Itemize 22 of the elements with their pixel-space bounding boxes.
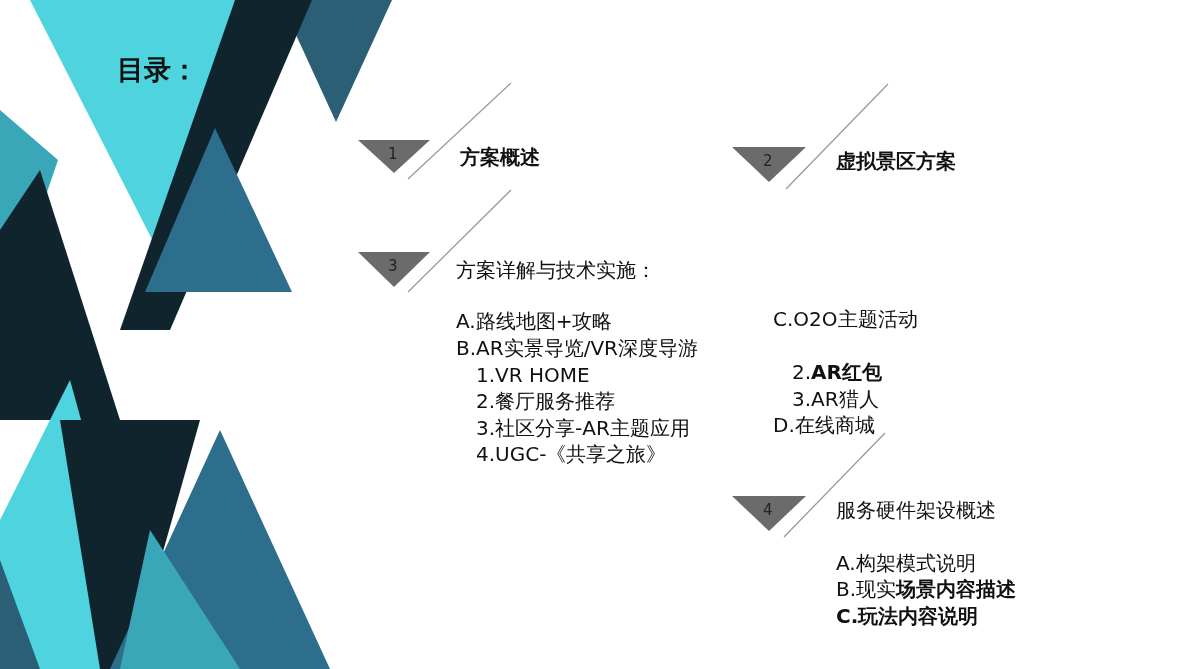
list-item: 1.VR HOME bbox=[476, 363, 590, 387]
section-heading: 方案概述 bbox=[460, 145, 540, 169]
section-heading: 方案详解与技术实施： bbox=[456, 258, 656, 282]
list-item: D.在线商城 bbox=[773, 413, 875, 437]
list-item: 4.UGC-《共享之旅》 bbox=[476, 442, 667, 466]
list-item: C.玩法内容说明 bbox=[836, 604, 979, 628]
number-text: 2 bbox=[763, 152, 773, 170]
list-item: C.O2O主题活动 bbox=[773, 307, 918, 331]
number-text: 3 bbox=[388, 257, 398, 275]
list-item: 3.AR猎人 bbox=[792, 387, 879, 411]
number-text: 1 bbox=[388, 145, 398, 163]
list-item: 2.餐厅服务推荐 bbox=[476, 389, 616, 413]
list-item: B.现实场景内容描述 bbox=[836, 577, 1017, 601]
list-item: 3.社区分享-AR主题应用 bbox=[476, 416, 690, 440]
list-item: A.构架模式说明 bbox=[836, 551, 976, 575]
list-item: B.AR实景导览/VR深度导游 bbox=[456, 336, 698, 360]
section-heading: 虚拟景区方案 bbox=[836, 149, 956, 173]
list-item: A.路线地图+攻略 bbox=[456, 309, 613, 333]
section-heading: 服务硬件架设概述 bbox=[836, 498, 996, 522]
title: 目录： bbox=[117, 54, 198, 86]
list-item: 2.AR红包 bbox=[792, 360, 882, 384]
number-text: 4 bbox=[763, 501, 773, 519]
